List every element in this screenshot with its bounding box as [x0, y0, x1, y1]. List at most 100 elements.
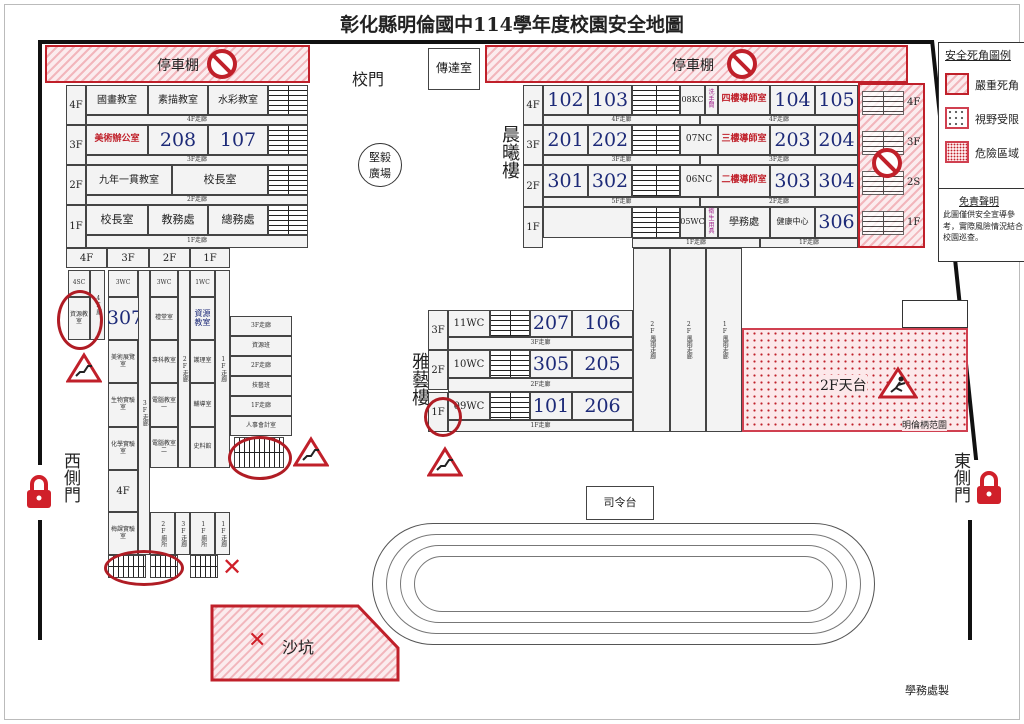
- disclaimer-title: 免責聲明: [959, 197, 999, 208]
- cross-icon: ✕: [248, 628, 267, 653]
- stairs: [632, 207, 680, 238]
- room: 203: [770, 125, 815, 155]
- page-frame: [4, 4, 1020, 720]
- track-infield: [414, 556, 833, 612]
- room: 207: [530, 310, 572, 337]
- room: 梅課實驗室: [108, 512, 138, 555]
- room: 電腦教室一: [150, 383, 178, 427]
- room: 208: [148, 125, 208, 155]
- room: 衛生用具: [705, 207, 718, 238]
- corridor: 1F走廊: [215, 512, 230, 555]
- corridor: 2F走廊: [700, 197, 858, 207]
- room: 學務處: [718, 207, 770, 238]
- room: 306: [815, 207, 858, 238]
- stairs: [632, 125, 680, 155]
- room: 305: [530, 350, 572, 378]
- disclaimer-text: 此圖僅供安全宣導參考，實際風險情況結合校園巡查。: [943, 210, 1023, 243]
- room: 107: [208, 125, 268, 155]
- room: 二樓導師室: [718, 165, 770, 197]
- room: 輔導室: [190, 383, 215, 427]
- room: 美術展覽室: [108, 340, 138, 383]
- stairs: [490, 392, 530, 420]
- legend: 安全死角圖例 嚴重死角 視野受限 危險區域: [938, 42, 1024, 190]
- main-gate-label: 校門: [352, 70, 385, 89]
- room: 206: [572, 392, 633, 420]
- room: 化學實驗室: [108, 427, 138, 470]
- room: 美術辦公室: [86, 125, 148, 155]
- lock-icon: [27, 475, 51, 508]
- corridor: 4F走廊: [86, 115, 308, 125]
- corridor: 2F走廊: [86, 195, 308, 205]
- room: 四樓導師室: [718, 85, 770, 115]
- covered-walkway: 1F風雨走廊: [706, 248, 742, 432]
- floor-label: 1F: [907, 217, 921, 228]
- corridor: 3F走廊: [230, 316, 292, 336]
- corridor: 1F走廊: [215, 270, 230, 468]
- danger-circle: [57, 290, 103, 350]
- floor-label: 3F: [428, 310, 448, 350]
- floor-label: 1F: [190, 248, 230, 268]
- room: 11WC: [448, 310, 490, 337]
- chenxi-east-stair-danger-zone: 4F 3F 2S 1F: [858, 83, 925, 248]
- room: 素描教室: [148, 85, 208, 115]
- legend-item: 嚴重死角: [975, 79, 1019, 92]
- corridor: 1F走廊: [760, 238, 858, 248]
- podium: 司令台: [586, 486, 654, 520]
- room: 10WC: [448, 350, 490, 378]
- east-gate-label: 東側門: [950, 452, 970, 503]
- floor-label: 3F: [907, 137, 921, 148]
- floor-label: 2F: [428, 350, 448, 390]
- room: 07NC: [680, 125, 718, 155]
- corridor: 1F走廊: [230, 396, 292, 416]
- lock-icon: [977, 471, 1001, 504]
- stairs: [268, 205, 308, 235]
- room: 304: [815, 165, 858, 197]
- slip-warning-icon: [878, 366, 918, 399]
- legend-title: 安全死角圖例: [945, 49, 1011, 62]
- room: 生物實驗室: [108, 383, 138, 427]
- room: 307: [107, 297, 143, 340]
- track-lane: [400, 545, 847, 623]
- room: 106: [572, 310, 633, 337]
- terrace-label: 2F天台: [820, 375, 867, 395]
- room: 校長室: [172, 165, 268, 195]
- room: 05WC: [680, 207, 705, 238]
- corridor: 2F走廊: [230, 356, 292, 376]
- danger-circle: [228, 436, 292, 480]
- room: 201: [543, 125, 588, 155]
- legend-item: 危險區域: [975, 147, 1019, 160]
- room: 洗手間: [705, 85, 718, 115]
- guard-room: 傳達室: [428, 48, 480, 90]
- stairs: [632, 165, 680, 197]
- cross-icon: ✕: [222, 553, 243, 581]
- room: 1WC: [190, 270, 215, 297]
- danger-circle: [104, 550, 184, 586]
- room: 3WC: [150, 270, 178, 297]
- legend-swatch-danger: [945, 141, 969, 163]
- stairs: [268, 85, 308, 115]
- room: 電腦教室二: [150, 427, 178, 468]
- floor-label: 2S: [907, 177, 921, 188]
- floor-label: 1F: [523, 207, 543, 248]
- stairs-warning-icon: [66, 352, 102, 383]
- wall-top: [38, 40, 933, 44]
- terrace-note: 明倫柄范圍: [902, 418, 948, 431]
- sandpit-zone: [210, 604, 400, 682]
- room: 2F廁所: [150, 512, 175, 555]
- corridor: 3F走廊: [448, 337, 633, 350]
- covered-walkway: 2F風雨走廊: [670, 248, 706, 432]
- legend-swatch-limited: [945, 107, 969, 129]
- corridor: 2F走廊: [448, 378, 633, 392]
- map-title: 彰化縣明倫國中114學年度校園安全地圖: [340, 14, 684, 36]
- covered-walkway: 2F風雨走廊: [633, 248, 670, 432]
- danger-circle: [424, 397, 462, 437]
- parking-right: 停車棚: [485, 45, 908, 83]
- floor-label: 4F: [523, 85, 543, 125]
- room: 資源教室: [190, 297, 215, 340]
- stairs: [268, 125, 308, 155]
- credit: 學務處製: [905, 684, 949, 697]
- room: 102: [543, 85, 588, 115]
- corridor: 5F走廊: [543, 197, 700, 207]
- west-gate-label: 西側門: [60, 452, 80, 503]
- corridor: 1F走廊: [448, 420, 633, 432]
